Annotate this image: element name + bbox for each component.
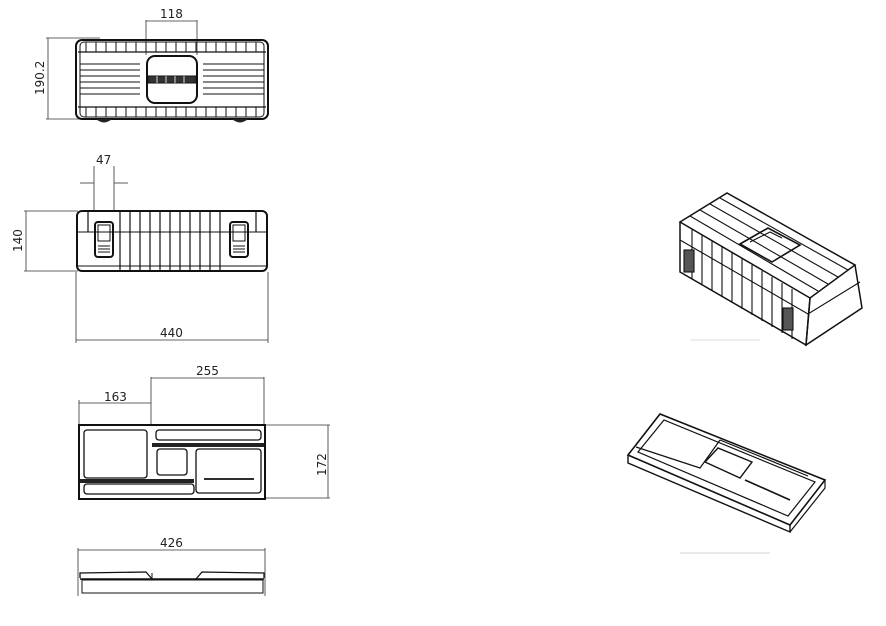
dim-tray-length: 426	[160, 536, 183, 550]
left-latch	[94, 221, 114, 258]
handle-outline	[146, 55, 198, 104]
front-view: 47 140 440	[11, 153, 269, 343]
dim-latch-width: 47	[96, 153, 111, 167]
dim-tray-depth: 172	[315, 453, 329, 476]
right-latch	[229, 221, 249, 258]
tray-top-view: 163 255 172	[78, 364, 330, 500]
dim-right-section: 255	[196, 364, 219, 378]
tray-side-view: 426	[77, 536, 266, 596]
isometric-toolbox	[678, 192, 863, 347]
isometric-tray	[626, 413, 827, 554]
dim-depth: 190.2	[33, 61, 47, 95]
dim-height: 140	[11, 229, 25, 252]
top-view: 118 190.2	[33, 7, 269, 123]
dim-handle-width: 118	[160, 7, 183, 21]
dim-left-compartment: 163	[104, 390, 127, 404]
dim-length: 440	[160, 326, 183, 340]
